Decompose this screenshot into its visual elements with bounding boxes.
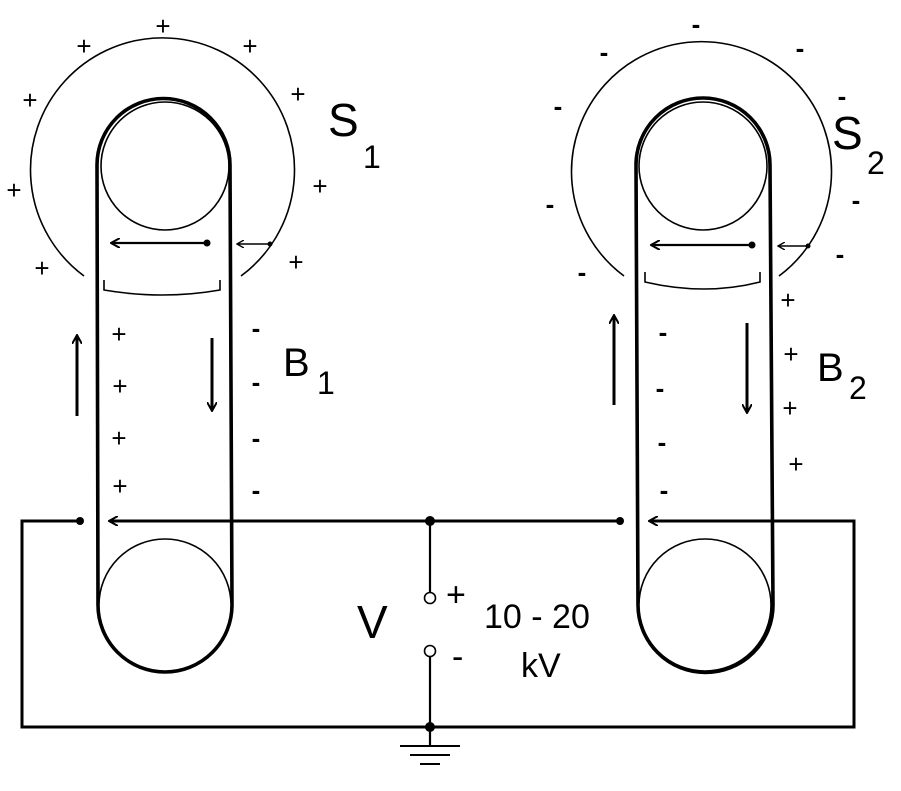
terminal-plus — [423, 591, 437, 605]
belt-right-down-charge: + — [788, 449, 803, 479]
sphere-left-charge: + — [76, 31, 91, 61]
sphere-left-charge: + — [155, 11, 170, 41]
charge-signs: +++++++++---------++++--------++++ — [6, 9, 860, 505]
pulley-right-bottom — [638, 538, 772, 672]
pulley-right-top — [638, 101, 768, 231]
junction-left — [76, 517, 84, 525]
junctions — [76, 516, 624, 732]
terminal-minus — [423, 644, 437, 658]
belt-left-down-charge: - — [252, 367, 261, 397]
sphere-right-label: S — [832, 107, 863, 159]
belt-right-down-charge: + — [783, 339, 798, 369]
sphere-right-charge: - — [836, 239, 845, 269]
belt-right — [634, 96, 775, 675]
sphere-left-shell — [29, 37, 296, 277]
belt-left-down-charge: - — [252, 423, 261, 453]
sphere-left-label: S — [328, 94, 359, 146]
sphere-left-charge: + — [288, 247, 303, 277]
junction-ground — [425, 722, 435, 732]
sphere-left-collector — [103, 280, 221, 296]
sphere-right-charge: - — [546, 189, 555, 219]
sphere-right-subscript: 2 — [867, 145, 885, 181]
sphere-right-charge: - — [600, 37, 609, 67]
sphere-right-collector — [644, 272, 761, 290]
belt-left-up-charge: + — [111, 319, 126, 349]
dot-inner-right — [748, 241, 756, 249]
generator-left — [29, 37, 296, 674]
sphere-left-charge: + — [6, 175, 21, 205]
belt-left-down-charge: - — [252, 475, 261, 505]
sphere-right-shell — [570, 40, 833, 277]
sphere-left-subscript: 1 — [363, 139, 381, 175]
source-voltage: 10 - 20 — [484, 598, 590, 636]
sphere-left-charge: + — [22, 85, 37, 115]
belt-left-subscript: 1 — [317, 365, 335, 401]
belt-right-subscript: 2 — [849, 370, 867, 406]
sphere-left-charge: + — [290, 79, 305, 109]
belt-left-up-charge: + — [111, 423, 126, 453]
dot-comb-right — [805, 243, 811, 249]
pulley-left-bottom — [98, 538, 232, 672]
source-label: V — [357, 596, 388, 648]
sphere-right-charge: - — [838, 81, 847, 111]
belt-left-up-charge: + — [112, 371, 127, 401]
belt-left — [95, 96, 234, 674]
sphere-left-charge: + — [312, 171, 327, 201]
wire-loop — [20, 519, 856, 729]
junction-middle — [425, 516, 435, 526]
dot-inner-left — [203, 239, 211, 247]
belt-right-up-charge: - — [659, 317, 668, 347]
sphere-left-charge: + — [34, 253, 49, 283]
sphere-right-charge: - — [796, 33, 805, 63]
belt-right-up-charge: - — [660, 475, 669, 505]
junction-right — [616, 517, 624, 525]
dot-comb-left — [267, 241, 273, 247]
belt-right-label: B — [817, 346, 844, 390]
sphere-right-charge: - — [692, 9, 701, 39]
source-unit: kV — [521, 647, 561, 685]
belt-left-up-charge: + — [112, 471, 127, 501]
belt-right-down-charge: + — [782, 393, 797, 423]
sphere-right-charge: - — [852, 185, 861, 215]
pulley-left-top — [100, 101, 230, 231]
sphere-right-charge: - — [554, 91, 563, 121]
sphere-left-charge: + — [242, 31, 257, 61]
source-minus: - — [452, 638, 463, 676]
generator-right — [570, 40, 833, 675]
belt-left-label: B — [283, 341, 310, 385]
belt-right-up-charge: - — [656, 373, 665, 403]
source-plus: + — [446, 576, 466, 614]
belt-right-down-charge: + — [780, 285, 795, 315]
sphere-right-charge: - — [578, 257, 587, 287]
belt-right-up-charge: - — [658, 427, 667, 457]
belt-left-down-charge: - — [252, 313, 261, 343]
